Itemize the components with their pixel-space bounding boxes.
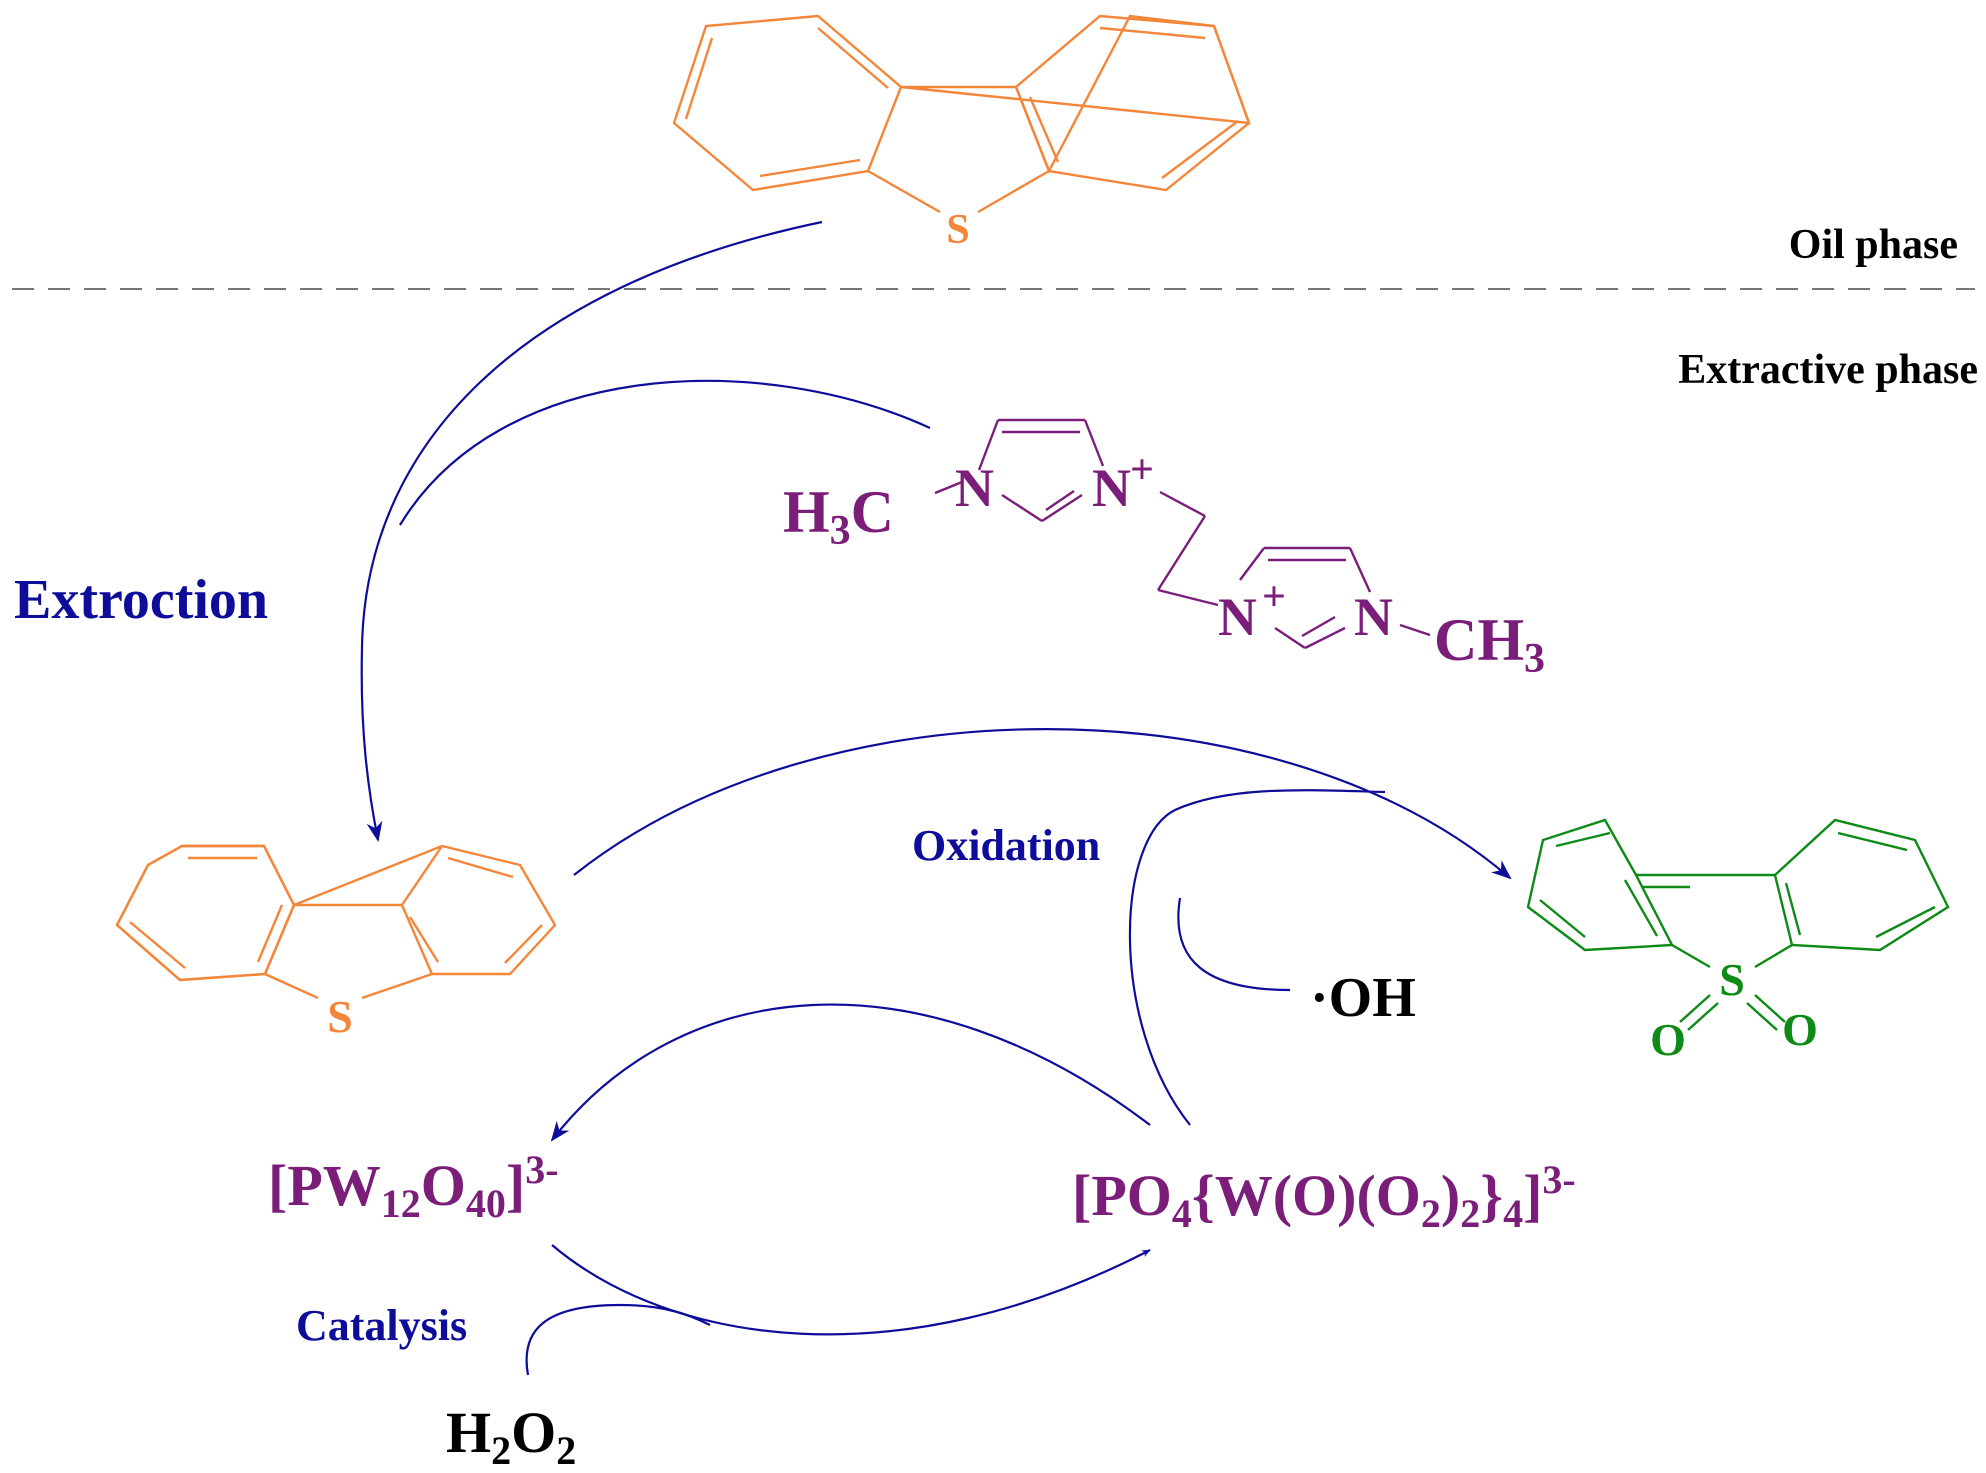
oxidation-label: Oxidation (912, 821, 1100, 870)
oil-phase-label: Oil phase (1789, 222, 1958, 268)
hydrogen-peroxide: H2O2 (446, 1400, 576, 1473)
hydroxyl-radical: ·OH (1310, 967, 1416, 1029)
dbt-extractive-sulfur: S (327, 991, 353, 1042)
dbt-oil-sulfur: S (946, 207, 969, 253)
extraction-label: Extroction (14, 569, 268, 631)
peroxo-complex: [PO4{W(O)(O2)2}4]3- (1072, 1157, 1576, 1236)
hydroxyl-release-arc (1177, 897, 1291, 992)
ionic-liquid: H3C N N + N + N CH3 (783, 418, 1545, 682)
oxidation-arrow (573, 728, 1512, 880)
peroxo-to-pom-arrow (550, 1003, 1151, 1142)
sulfone-oxygen-right: O (1782, 1004, 1818, 1055)
il-n4: N (1354, 587, 1393, 647)
dibenzothiophene-oil (672, 14, 1251, 214)
peroxo-to-oxidation-arc (1128, 789, 1386, 1126)
sulfone-sulfur: S (1719, 954, 1745, 1005)
extraction-arrow (360, 220, 823, 842)
il-methyl-right: CH3 (1434, 607, 1545, 682)
polyoxometalate: [PW12O40]3- (268, 1147, 559, 1226)
il-n1: N (955, 458, 994, 518)
il-methyl-left: H3C (783, 479, 894, 554)
sulfone-oxygen-left: O (1650, 1014, 1686, 1065)
dibenzothiophene-extractive (115, 844, 557, 1000)
dibenzothiophene-sulfone (1526, 818, 1950, 1031)
il-n3-charge: + (1262, 574, 1286, 620)
il-n2-charge: + (1130, 447, 1154, 493)
ionic-liquid-arc (399, 379, 931, 526)
extractive-phase-label: Extractive phase (1678, 347, 1978, 393)
il-n3: N (1218, 587, 1257, 647)
il-n2: N (1092, 458, 1131, 518)
pom-to-peroxo-arrow (551, 1244, 1151, 1336)
h2o2-feed-arc (525, 1303, 711, 1376)
catalysis-label: Catalysis (296, 1301, 467, 1350)
